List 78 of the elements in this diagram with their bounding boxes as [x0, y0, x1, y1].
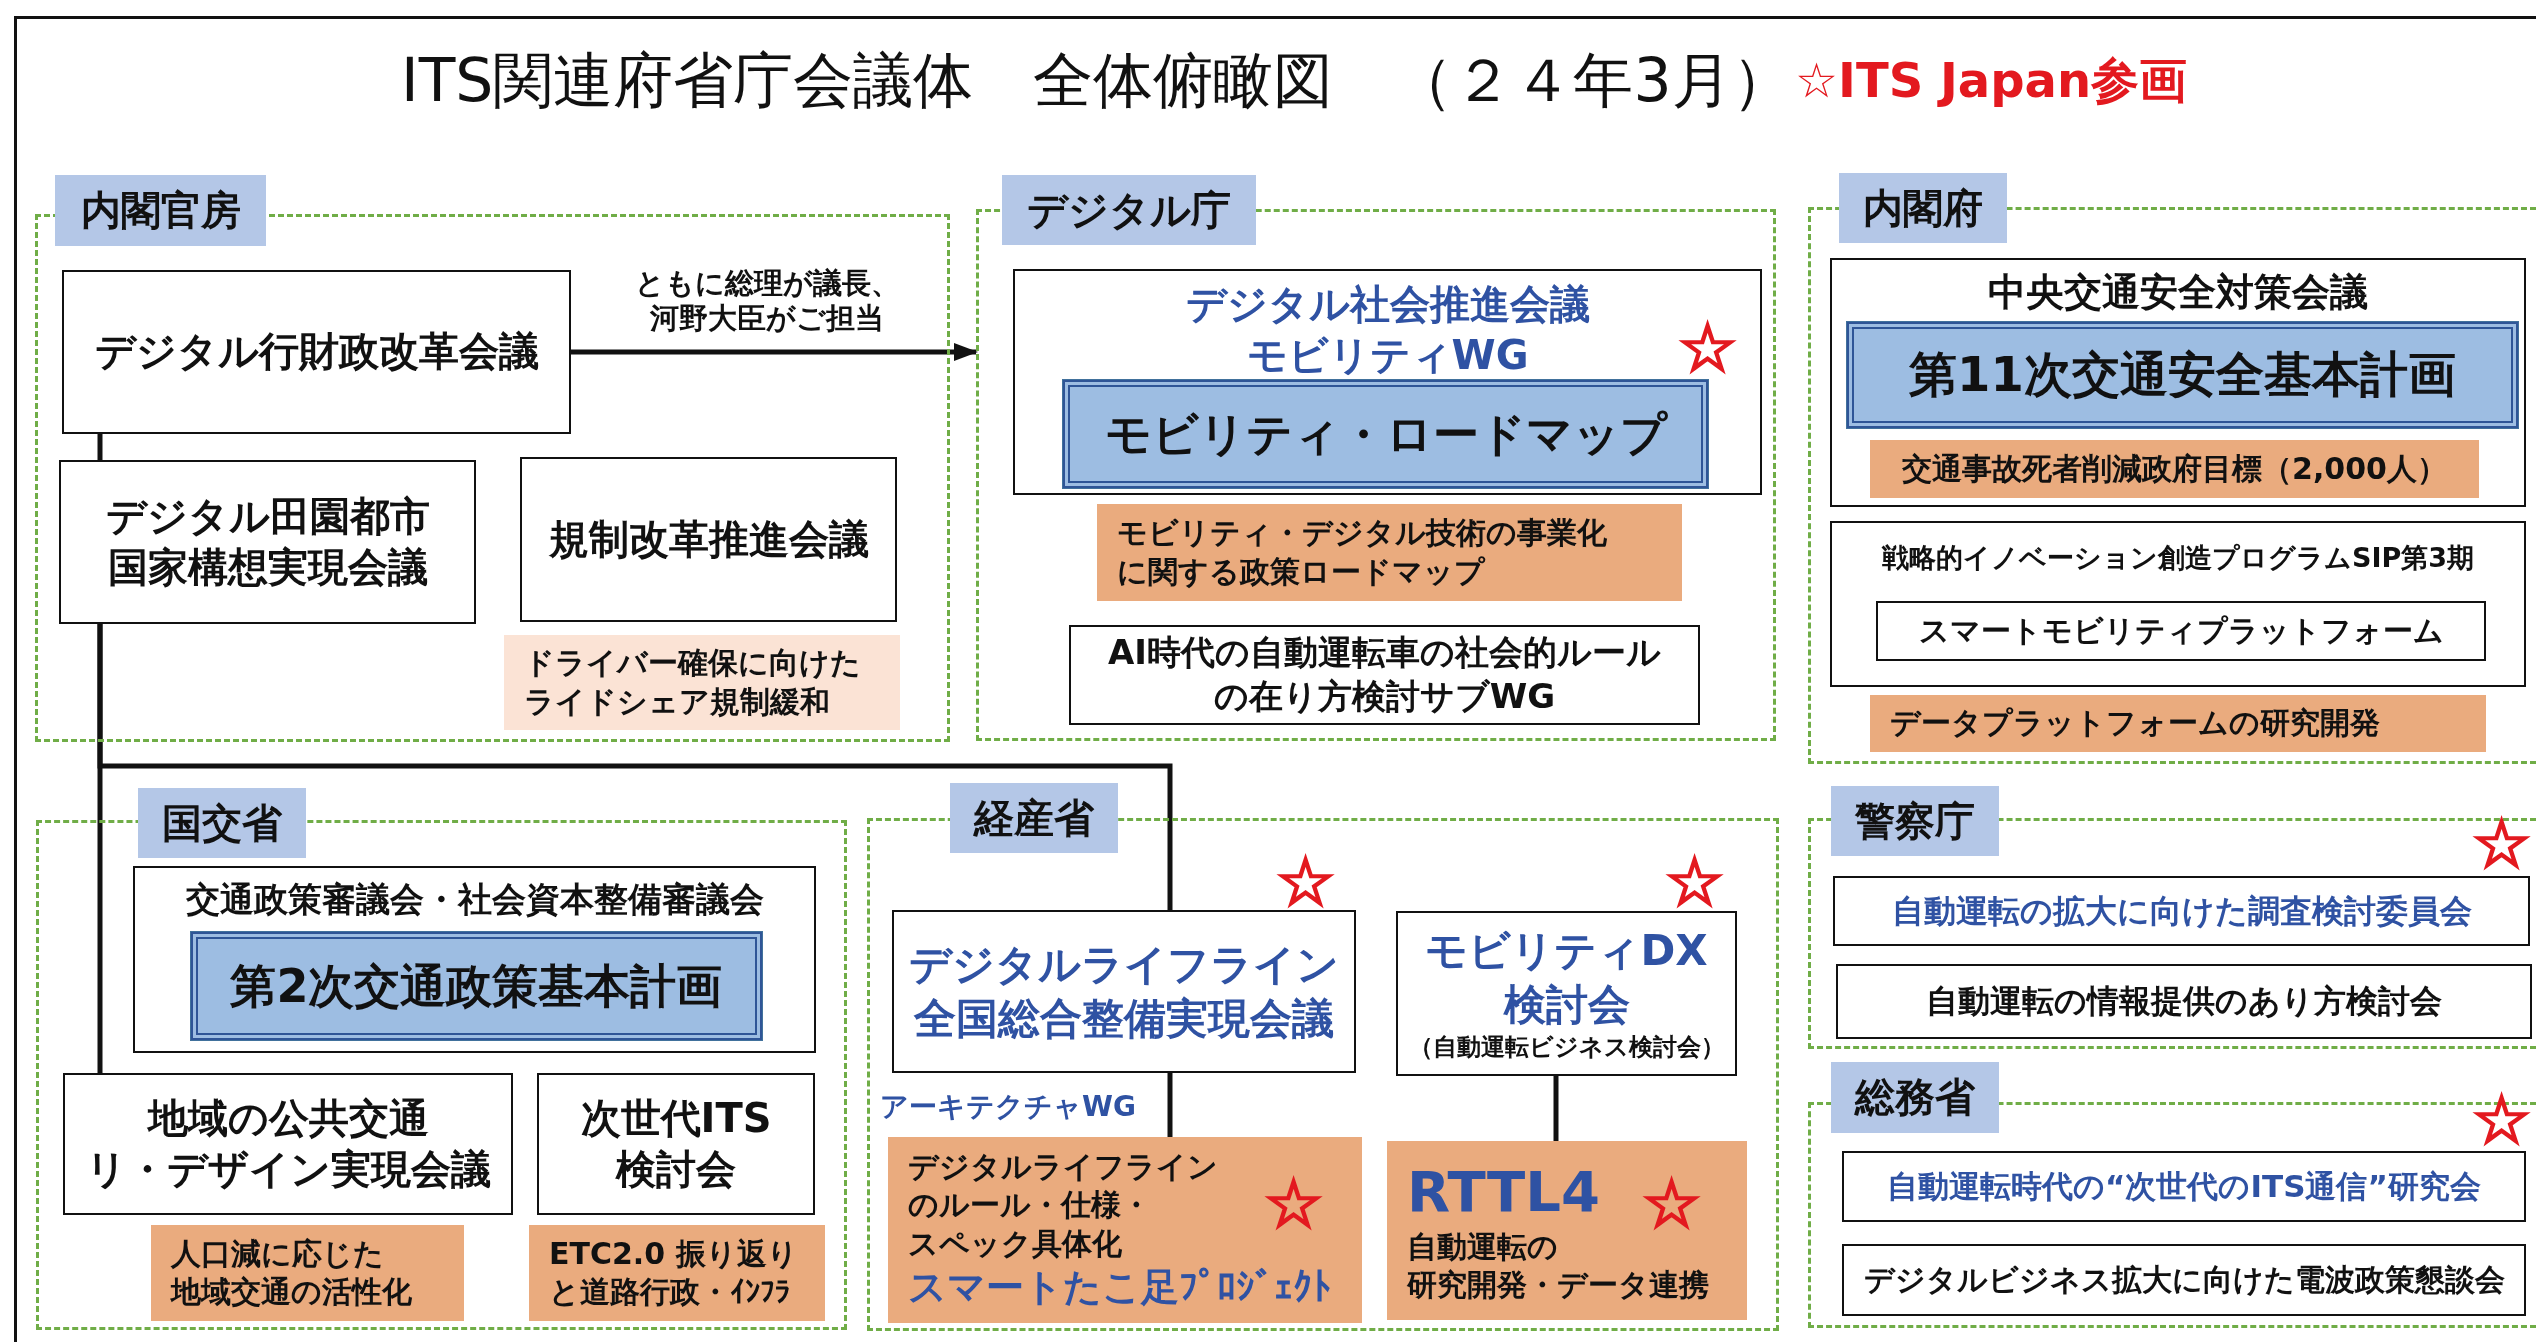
council-box [1069, 625, 1700, 725]
connector-line [97, 624, 1173, 910]
star-mark: ☆ [1665, 850, 1725, 916]
note-box [1870, 695, 2486, 752]
participation-note: ☆ITS Japan参画 [1795, 52, 2188, 110]
node-label: スマートたこ足ﾌﾟﾛｼﾞｪｸﾄ [908, 1264, 1331, 1312]
note-box [1870, 440, 2479, 498]
plan-box [1847, 322, 2518, 428]
node-label: モビリティ・ロードマップ [1104, 405, 1667, 463]
council-box [59, 460, 476, 624]
node-label: 第2次交通政策基本計画 [230, 957, 723, 1015]
council-box [1396, 911, 1737, 1076]
section-tab: デジタル庁 [1002, 175, 1256, 245]
node-label: 地域の公共交通リ・デザイン実現会議 [85, 1093, 491, 1194]
node-label: デジタル田園都市国家構想実現会議 [105, 491, 430, 592]
connector-line [1167, 1073, 1173, 1137]
section-tab: 内閣官房 [55, 175, 266, 246]
council-box [1876, 601, 2486, 661]
council-box [1842, 1151, 2526, 1222]
node-label: 自動運転時代の“次世代のITS通信”研究会 [1887, 1166, 2481, 1206]
node-label: 交通政策審議会・社会資本整備審議会 [185, 878, 764, 921]
node-label: デジタルライフライン全国総合整備実現会議 [909, 938, 1339, 1045]
connector-line [1553, 1076, 1559, 1141]
section-tab: 国交省 [138, 788, 306, 858]
node-label: 中央交通安全対策会議 [1988, 269, 2368, 316]
node-label: 自動運転の拡大に向けた調査検討委員会 [1891, 890, 2472, 932]
section-tab: 総務省 [1831, 1062, 1999, 1133]
node-label: モビリティDX検討会 [1425, 925, 1708, 1032]
node-label: 交通事故死者削減政府目標（2,000人） [1902, 449, 2447, 488]
council-box [520, 457, 897, 622]
council-box [1836, 964, 2532, 1039]
node-label: ETC2.0 振り返りと道路行政・ｲﾝﾌﾗ [549, 1234, 798, 1311]
council-box [1013, 269, 1762, 495]
star-mark: ☆ [1264, 1172, 1324, 1238]
council-box [63, 1073, 513, 1215]
note-box [1097, 504, 1682, 601]
council-box [1830, 521, 2526, 687]
council-box [892, 910, 1356, 1073]
node-label: スマートモビリティプラットフォーム [1918, 611, 2444, 650]
node-label: モビリティ・デジタル技術の事業化に関する政策ロードマップ [1117, 514, 1607, 591]
star-mark: ☆ [1678, 316, 1738, 382]
star-mark: ☆ [1276, 850, 1336, 916]
node-label: デジタル社会推進会議モビリティWG [1185, 280, 1590, 381]
title: ITS関連府省庁会議体 全体俯瞰図 （２４年3月） [401, 44, 1792, 116]
note-box [504, 635, 900, 730]
council-box [133, 866, 816, 1053]
node-label: 人口減に応じた地域交通の活性化 [171, 1234, 412, 1311]
council-box [1842, 1244, 2526, 1316]
node-label: デジタルライフラインのルール・仕様・スペック具体化 [908, 1148, 1218, 1263]
section-tab: 内閣府 [1839, 173, 2007, 243]
plan-box [1063, 380, 1708, 488]
node-label: （自動運転ビジネス検討会） [1408, 1031, 1725, 1063]
council-box [1830, 258, 2526, 507]
star-mark: ☆ [2472, 812, 2532, 878]
node-label: 戦略的イノベーション創造プログラムSIP第3期 [1881, 541, 2475, 575]
node-label: RTTL4 [1407, 1158, 1600, 1227]
connector-line [97, 434, 103, 460]
section-tab: 経産省 [950, 783, 1118, 853]
council-box [537, 1073, 815, 1215]
connector-line [571, 343, 978, 361]
node-label: デジタルビジネス拡大に向けた電波政策懇談会 [1863, 1260, 2505, 1299]
star-mark: ☆ [2472, 1088, 2532, 1154]
note-box [151, 1225, 464, 1321]
note-box [529, 1225, 825, 1321]
section-tab: 警察庁 [1831, 786, 1999, 856]
note-box [1387, 1141, 1747, 1320]
council-box [1833, 876, 2530, 946]
node-label: AI時代の自動運転車の社会的ルールの在り方検討サブWG [1108, 631, 1661, 718]
node-label: データプラットフォームの研究開発 [1890, 704, 2380, 743]
council-box [62, 270, 571, 434]
node-label: 規制改革推進会議 [548, 514, 869, 564]
plan-box [191, 932, 762, 1040]
note-box [888, 1137, 1362, 1323]
node-label: ドライバー確保に向けたライドシェア規制緩和 [524, 644, 861, 721]
node-label: デジタル行財政改革会議 [94, 327, 539, 377]
node-label: 自動運転の情報提供のあり方検討会 [1926, 981, 2442, 1022]
node-label: 次世代ITS検討会 [580, 1093, 772, 1194]
node-label: 第11次交通安全基本計画 [1909, 345, 2456, 405]
